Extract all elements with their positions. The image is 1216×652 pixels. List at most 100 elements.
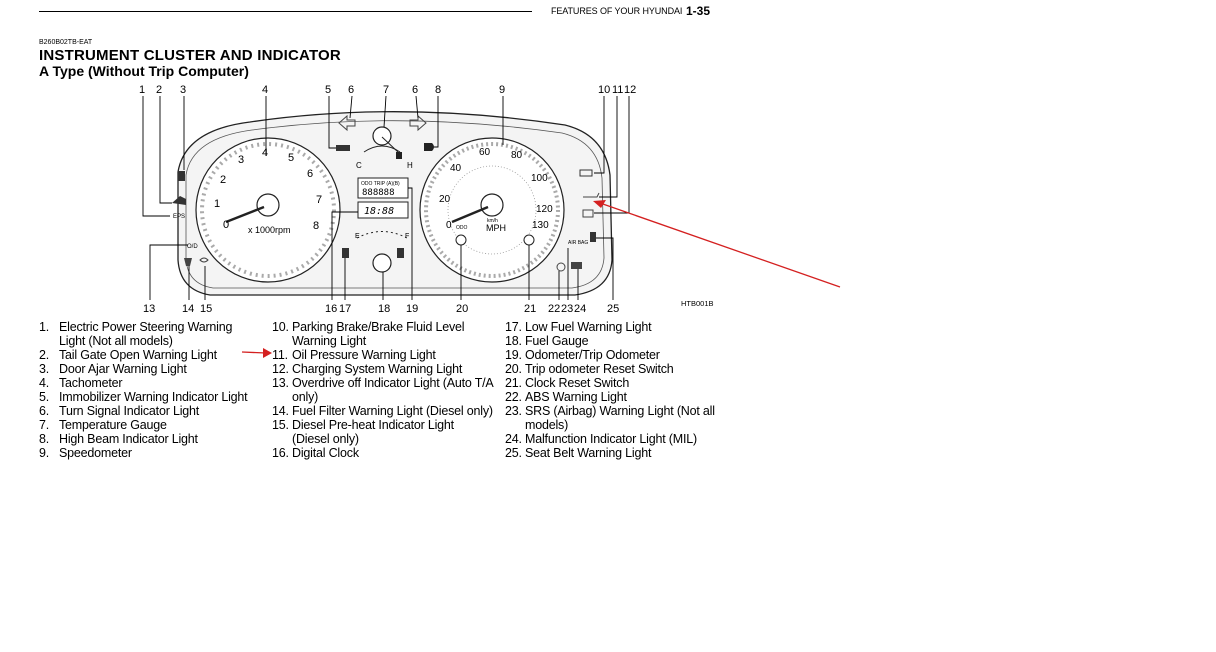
lcd-display: ODO TRIP (A)(B) 888888 18:88: [357, 177, 409, 219]
legend-item-number: 6.: [39, 404, 50, 418]
legend-item-number: 8.: [39, 432, 50, 446]
cluster-inner-outline: [185, 120, 605, 289]
mph-label-120: 120: [536, 204, 553, 215]
page-title: INSTRUMENT CLUSTER AND INDICATOR: [39, 47, 341, 64]
mph-label-100: 100: [531, 173, 548, 184]
legend-item: 9.Speedometer: [39, 446, 259, 460]
od-off-label: O/D: [187, 244, 198, 250]
tach-label-1: 1: [214, 198, 220, 210]
legend-item-text: Overdrive off Indicator Light (Auto T/A …: [292, 376, 493, 404]
legend-item-text: Seat Belt Warning Light: [525, 446, 652, 460]
mph-label-60: 60: [479, 147, 491, 158]
legend-column-2: 10.Parking Brake/Brake Fluid Level Warni…: [272, 320, 494, 460]
callout-10: 10: [598, 84, 610, 96]
legend-item-text: ABS Warning Light: [525, 390, 627, 404]
header-rule: [39, 11, 532, 12]
legend-item-text: Parking Brake/Brake Fluid Level Warning …: [292, 320, 465, 348]
legend-item: 25.Seat Belt Warning Light: [505, 446, 720, 460]
temp-hot-label: H: [407, 161, 413, 170]
legend-item-text: Turn Signal Indicator Light: [59, 404, 200, 418]
callout-24: 24: [574, 303, 586, 315]
legend-item: 23.SRS (Airbag) Warning Light (Not all m…: [505, 404, 720, 432]
mph-label-20: 20: [439, 194, 451, 205]
legend-item-text: Digital Clock: [292, 446, 359, 460]
legend-item: 3.Door Ajar Warning Light: [39, 362, 259, 376]
battery-icon: [582, 209, 594, 218]
legend-item-number: 13.: [272, 376, 289, 390]
tach-label-2: 2: [220, 174, 226, 186]
parking-brake-icon: [579, 169, 593, 177]
annotation-arrows: [241, 200, 841, 358]
fuel-pump-icon: [397, 248, 404, 258]
odo-mode-labels: ODO TRIP (A)(B): [361, 181, 400, 187]
header-page-number: 1-35: [686, 4, 711, 18]
mph-label-130: 130: [532, 220, 549, 231]
tach-label-3: 3: [238, 154, 244, 166]
legend-item-text: Trip odometer Reset Switch: [525, 362, 674, 376]
legend-item: 11.Oil Pressure Warning Light: [272, 348, 494, 362]
tach-label-8: 8: [313, 220, 319, 232]
tailgate-open-icon: [172, 196, 186, 205]
header-section: FEATURES OF YOUR HYUNDAI: [551, 6, 683, 16]
legend-item: 16.Digital Clock: [272, 446, 494, 460]
callout-19: 19: [406, 303, 418, 315]
document-code: B260B02TB-EAT: [39, 39, 93, 46]
legend-item-number: 21.: [505, 376, 522, 390]
low-fuel-icon: [342, 248, 349, 258]
legend-item-number: 12.: [272, 362, 289, 376]
airbag-label: AIR BAG: [568, 240, 588, 246]
mph-label-80: 80: [511, 150, 523, 161]
legend-item-text: Tail Gate Open Warning Light: [59, 348, 217, 362]
legend-item-number: 15.: [272, 418, 289, 432]
legend-item-number: 18.: [505, 334, 522, 348]
callout-14: 14: [182, 303, 194, 315]
preheat-icon: [199, 257, 209, 263]
callout-15: 15: [200, 303, 212, 315]
legend-item-number: 7.: [39, 418, 50, 432]
legend-item: 4. Tachometer: [39, 376, 259, 390]
legend-item: 21.Clock Reset Switch: [505, 376, 720, 390]
legend-item-text: Speedometer: [59, 446, 132, 460]
door-ajar-icon: [178, 171, 185, 181]
abs-icon: [556, 262, 566, 272]
legend-item: 12.Charging System Warning Light: [272, 362, 494, 376]
clock-reset-button-icon: [523, 234, 535, 246]
callout-13: 13: [143, 303, 155, 315]
legend-item: 2.Tail Gate Open Warning Light: [39, 348, 259, 362]
page-subtitle: A Type (Without Trip Computer): [39, 63, 249, 79]
legend-item-number: 3.: [39, 362, 50, 376]
seat-belt-icon: [590, 232, 596, 242]
callout-12: 12: [624, 84, 636, 96]
legend-item: 7. Temperature Gauge: [39, 418, 259, 432]
legend-item-text: Odometer/Trip Odometer: [525, 348, 660, 362]
legend-item-text: Temperature Gauge: [59, 418, 167, 432]
immobilizer-icon: [336, 145, 350, 151]
legend-item-number: 14.: [272, 404, 289, 418]
callout-8: 8: [435, 84, 441, 96]
callout-18: 18: [378, 303, 390, 315]
legend-item-text: Tachometer: [59, 376, 123, 390]
eps-label: EPS: [173, 214, 185, 220]
legend-item-number: 24.: [505, 432, 522, 446]
legend-item: 19.Odometer/Trip Odometer: [505, 348, 720, 362]
legend-item: 24.Malfunction Indicator Light (MIL): [505, 432, 720, 446]
legend-item: 15.Diesel Pre-heat Indicator Light (Dies…: [272, 418, 494, 446]
callout-22: 22: [548, 303, 560, 315]
legend-item-number: 4.: [39, 376, 50, 390]
legend-item-text: Immobilizer Warning Indicator Light: [59, 390, 248, 404]
legend-item: 8.High Beam Indicator Light: [39, 432, 259, 446]
legend-column-1: 1.Electric Power Steering Warning Light …: [39, 320, 259, 460]
legend-item: 22.ABS Warning Light: [505, 390, 720, 404]
legend-item: 14.Fuel Filter Warning Light (Diesel onl…: [272, 404, 494, 418]
tach-label-4: 4: [262, 147, 268, 159]
tach-label-0: 0: [223, 219, 229, 231]
callout-9: 9: [499, 84, 505, 96]
legend-item-number: 1.: [39, 320, 50, 334]
oil-pressure-icon: [583, 192, 600, 198]
callout-4: 4: [262, 84, 268, 96]
callout-16: 16: [325, 303, 337, 315]
callout-21: 21: [524, 303, 536, 315]
callout-leaders: [142, 95, 630, 300]
